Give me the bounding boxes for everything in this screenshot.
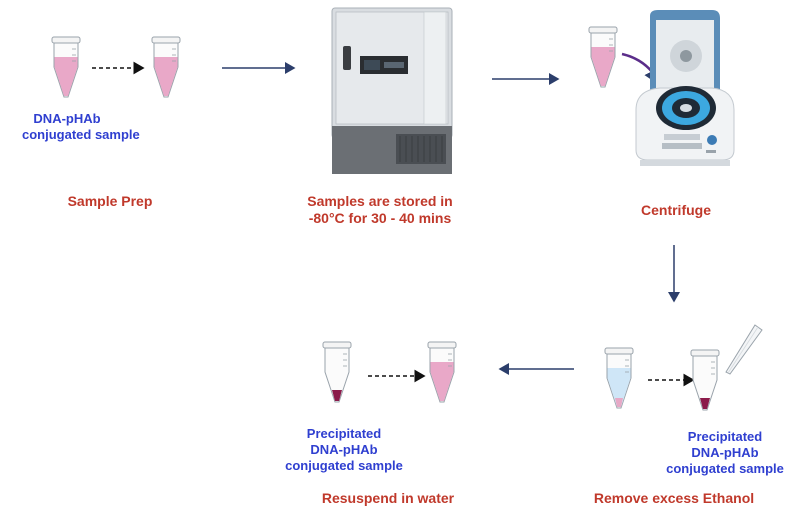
sample-label-precipitated-left: Precipitated DNA-pHAb conjugated sample — [283, 426, 405, 474]
step-label-line: -80°C for 30 - 40 mins — [308, 210, 452, 226]
step-label-centrifuge: Centrifuge — [626, 202, 726, 219]
step-label-line: Resuspend in water — [321, 490, 455, 506]
sample-label-line: DNA-pHAb — [310, 442, 378, 457]
step-label-line: Samples are stored in — [307, 193, 453, 209]
step-label-storage: Samples are stored in -80°C for 30 - 40 … — [290, 193, 470, 227]
sample-label-line: conjugated sample — [22, 127, 140, 142]
sample-tube-icon — [604, 347, 634, 409]
step-label-line: Centrifuge — [641, 202, 711, 218]
sample-label-line: DNA-pHAb — [33, 111, 101, 126]
sample-label-line: conjugated sample — [285, 458, 403, 473]
step-label-resuspend: Resuspend in water — [310, 490, 466, 507]
pellet-tube-icon — [690, 349, 720, 411]
sample-label-line: Precipitated — [687, 429, 763, 444]
sample-tube-icon — [427, 341, 457, 403]
sample-tube-icon — [588, 26, 618, 88]
sample-tube-icon — [151, 36, 181, 98]
sample-label-start: DNA-pHAb conjugated sample — [22, 111, 140, 143]
step-label-sample-prep: Sample Prep — [50, 193, 170, 210]
sample-label-line: conjugated sample — [666, 461, 784, 476]
step-label-line: Sample Prep — [67, 193, 153, 209]
centrifuge-icon — [635, 10, 735, 166]
sample-label-line: Precipitated — [306, 426, 382, 441]
step-label-line: Remove excess Ethanol — [593, 490, 755, 506]
freezer-icon — [331, 7, 453, 174]
pellet-tube-icon — [322, 341, 352, 403]
sample-label-precipitated-right: Precipitated DNA-pHAb conjugated sample — [664, 429, 786, 477]
sample-label-line: DNA-pHAb — [691, 445, 759, 460]
sample-tube-icon — [51, 36, 81, 98]
pipette-tip-icon — [725, 324, 763, 375]
step-label-remove-ethanol: Remove excess Ethanol — [586, 490, 762, 507]
